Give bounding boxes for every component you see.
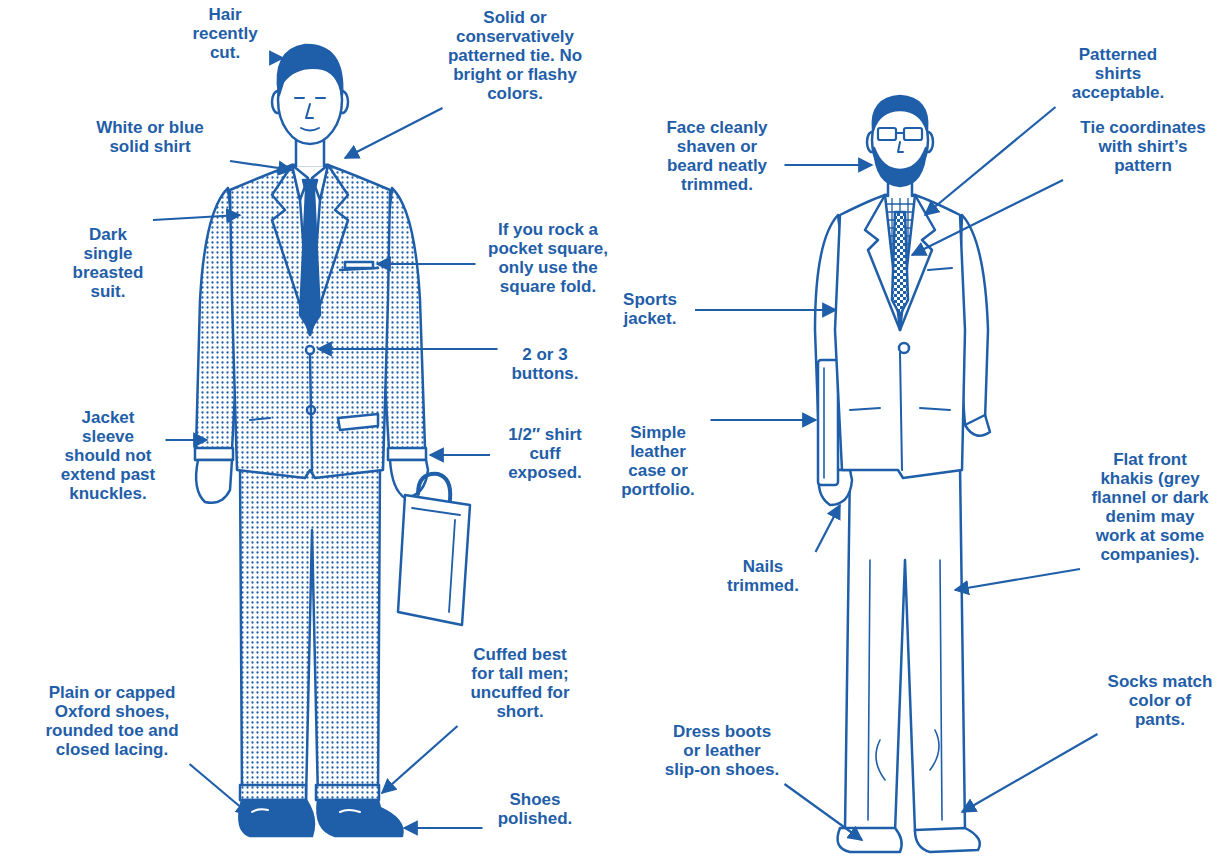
figure-part	[272, 165, 348, 335]
suited-man	[195, 45, 470, 836]
casual-man	[815, 96, 990, 852]
figure-part	[850, 268, 952, 470]
callout-label: Shoes polished.	[488, 790, 583, 828]
figure-part	[310, 355, 312, 470]
figure-part	[412, 508, 460, 612]
callout-label: Simple leather case or portfolio.	[611, 423, 706, 499]
leader-arrow	[711, 419, 817, 421]
figure-part	[904, 128, 922, 140]
leader-arrow	[785, 164, 873, 166]
figure-part	[338, 414, 378, 430]
callout-label: Plain or capped Oxford shoes, rounded to…	[40, 683, 185, 759]
callout-label: Face cleanly shaven or beard neatly trim…	[655, 118, 780, 194]
leader-arrow	[404, 827, 483, 829]
figure-part	[388, 448, 426, 460]
figure-part	[899, 343, 909, 353]
callout-label: Tie coordinates with shirt’s pattern	[1068, 118, 1218, 175]
callout-label: Sports jacket.	[610, 290, 690, 328]
figure-part	[418, 474, 450, 500]
figure-part	[250, 418, 270, 420]
figure-part	[915, 828, 980, 852]
leader-arrow	[955, 569, 1080, 590]
figure-part	[240, 465, 380, 800]
leader-arrow	[962, 734, 1098, 812]
leader-arrow	[695, 309, 836, 311]
leader-arrow	[816, 505, 841, 552]
figure-part	[868, 560, 942, 820]
figure-part	[398, 495, 470, 625]
callout-label: Solid or conservatively patterned tie. N…	[448, 8, 583, 103]
leader-arrow	[153, 215, 240, 220]
figure-part	[196, 460, 232, 503]
callout-label: Flat front khakis (grey flannel or dark …	[1085, 450, 1215, 564]
figure-part	[340, 268, 378, 270]
leader-arrow	[190, 764, 251, 815]
leader-arrow	[230, 161, 292, 170]
leader-arrow	[377, 263, 476, 265]
figure-part	[878, 128, 896, 140]
callout-label: Jacket sleeve should not extend past knu…	[56, 408, 161, 503]
figure-part	[230, 165, 390, 478]
figure-part	[874, 148, 926, 186]
figure-part	[292, 165, 328, 335]
figure-part	[845, 465, 965, 832]
figure-part	[838, 828, 902, 852]
leader-arrow	[382, 726, 458, 793]
callout-label: Patterned shirts acceptable.	[1061, 45, 1176, 102]
figure-part	[345, 262, 373, 268]
leader-arrow	[318, 348, 498, 350]
callout-label: 2 or 3 buttons.	[503, 345, 588, 383]
leader-arrow	[166, 439, 208, 441]
figure-part	[252, 809, 360, 812]
callout-label: Dress boots or leather slip-on shoes.	[665, 722, 780, 779]
figure-part	[300, 180, 320, 330]
figure-part	[865, 195, 935, 330]
figure-part	[965, 415, 990, 436]
figure-part	[295, 98, 325, 131]
figure-part	[306, 346, 314, 354]
figure-part	[239, 800, 314, 836]
leader-arrow	[430, 454, 490, 456]
figure-part	[873, 96, 928, 130]
callout-label: If you rock a pocket square, only use th…	[481, 220, 616, 296]
callout-label: Nails trimmed.	[716, 557, 811, 595]
leader-arrow	[270, 57, 283, 59]
figure-part	[818, 360, 838, 485]
callout-label: White or blue solid shirt	[75, 118, 225, 156]
figure-part	[892, 212, 908, 315]
figure-part	[240, 785, 306, 800]
callout-label: Socks match color of pants.	[1103, 672, 1218, 729]
callout-label: 1/2″ shirt cuff exposed.	[495, 425, 595, 482]
figure-part	[316, 785, 379, 800]
figure-part	[278, 45, 342, 95]
leader-arrow	[912, 180, 1063, 255]
leader-arrow	[925, 107, 1056, 215]
figure-part	[885, 195, 915, 330]
callout-label: Hair recently cut.	[185, 5, 265, 62]
callout-label: Dark single breasted suit.	[68, 225, 148, 301]
figure-part	[317, 800, 402, 836]
leader-arrow	[345, 108, 443, 158]
figure-part	[896, 133, 904, 152]
figure-part	[195, 448, 233, 460]
leader-arrow	[785, 784, 863, 840]
figure-part	[823, 368, 825, 478]
callout-label: Cuffed best for tall men; uncuffed for s…	[463, 645, 578, 721]
